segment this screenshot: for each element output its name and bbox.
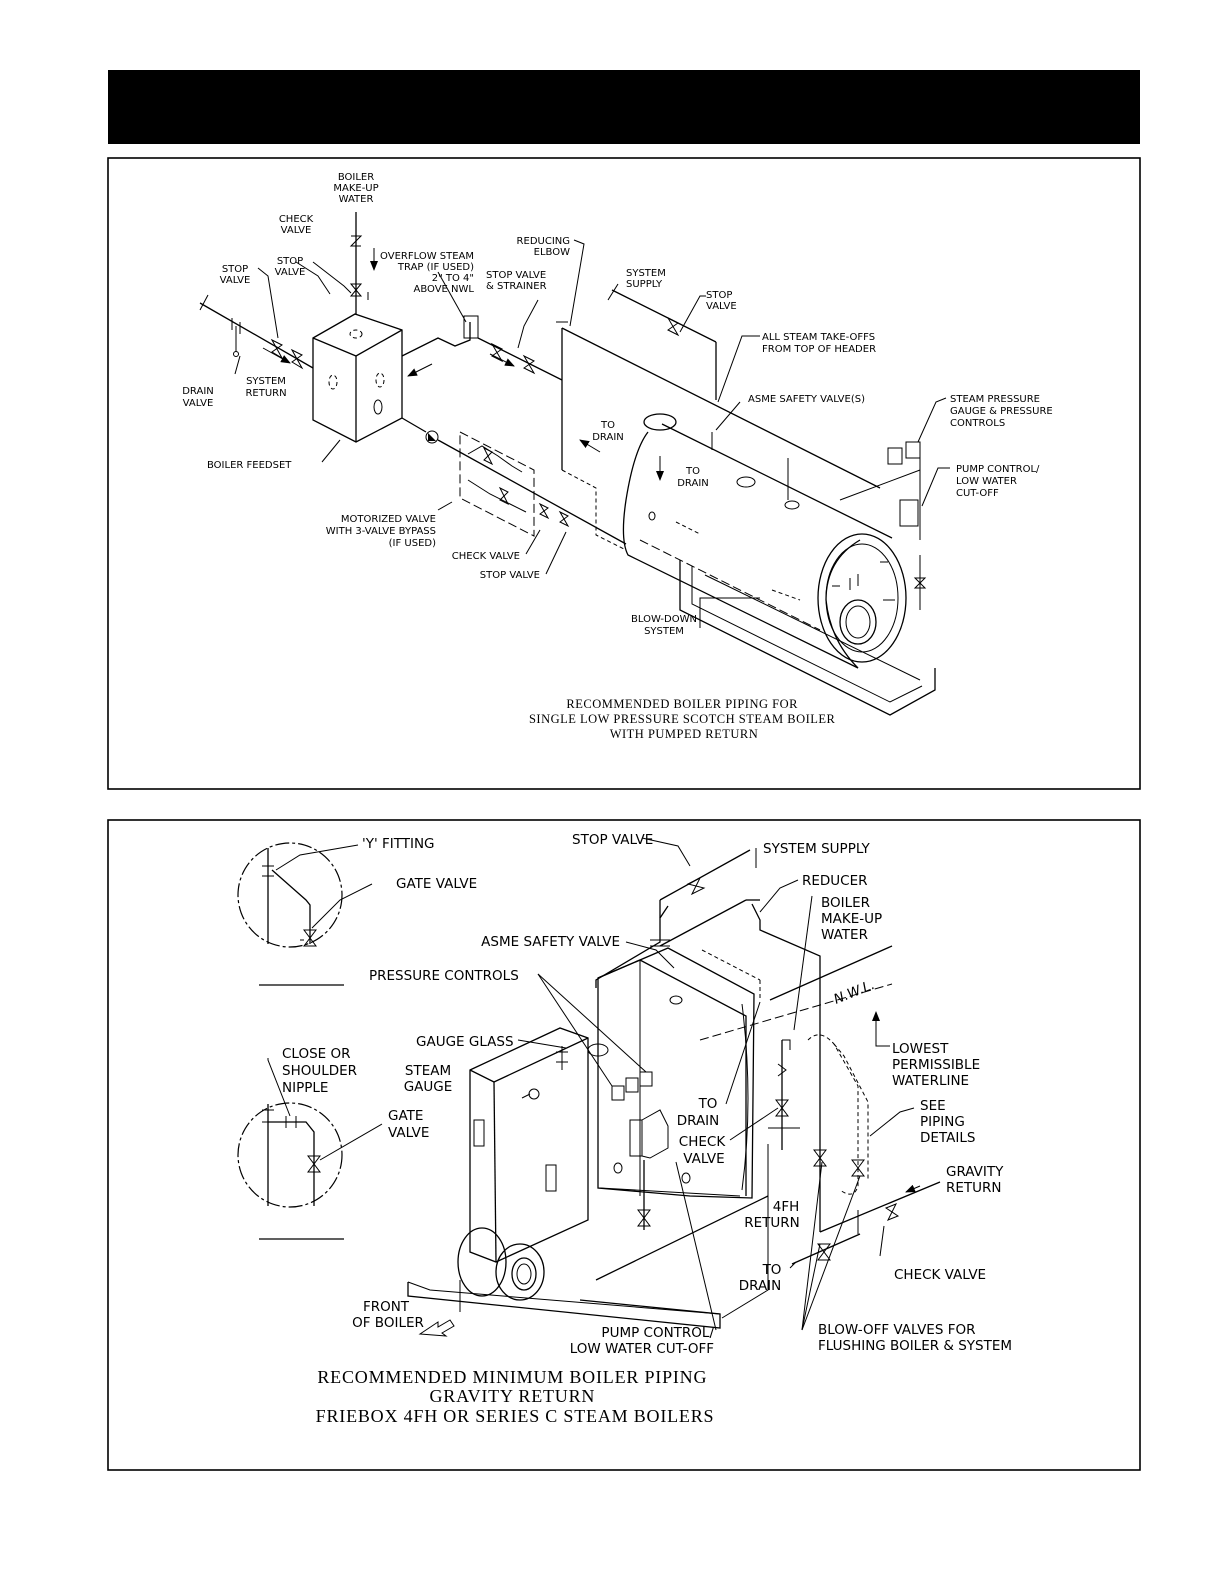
panel-1-frame (107, 157, 1141, 790)
label-d2-reducer: REDUCER (802, 873, 868, 889)
label-d2-check-valve-b: CHECK VALVE (894, 1267, 986, 1283)
label-d1-boiler-feedset: BOILER FEEDSET (207, 460, 292, 471)
panel-2-frame (107, 819, 1141, 1471)
label-d2-nwl: N.W.L. (832, 977, 878, 1008)
scotch-boiler-shell (622, 413, 907, 669)
diagram-1-drawing (199, 212, 950, 716)
firebox-boiler-body (469, 947, 755, 1263)
label-d2-pressure-controls: PRESSURE CONTROLS (369, 968, 519, 984)
burner-assembly (457, 1227, 545, 1312)
label-d2-asme-safety: ASME SAFETY VALVE (481, 934, 620, 950)
label-d2-stop-valve: STOP VALVE (572, 832, 653, 848)
boiler-feedset-box (312, 313, 403, 443)
label-d2-gauge-glass: GAUGE GLASS (416, 1034, 514, 1050)
diagram-1-caption: RECOMMENDED BOILER PIPING FOR SINGLE LOW… (529, 697, 839, 741)
label-d1-stop-valve-strainer: STOP VALVE& STRAINER (486, 270, 547, 292)
label-d1-asme-safety: ASME SAFETY VALVE(S) (748, 394, 865, 405)
diagram-2-drawing (237, 837, 941, 1337)
label-d2-y-fitting: 'Y' FITTING (362, 836, 435, 852)
label-d2-pump-control: PUMP CONTROL/LOW WATER CUT-OFF (570, 1325, 715, 1357)
header-bar (108, 70, 1140, 144)
detail-circle-close-nipple (237, 1102, 343, 1208)
label-d2-gate-valve-a: GATE VALVE (396, 876, 477, 892)
label-d2-system-supply: SYSTEM SUPPLY (763, 841, 871, 857)
diagram-2-caption: RECOMMENDED MINIMUM BOILER PIPING GRAVIT… (316, 1367, 715, 1426)
label-d1-check-valve-b: CHECK VALVE (452, 551, 520, 562)
diagram-2-labels: 'Y' FITTING GATE VALVE STOP VALVE SYSTEM… (282, 832, 1012, 1357)
detail-circle-y-fitting (237, 842, 343, 948)
label-d1-stop-valve-d: STOP VALVE (480, 570, 540, 581)
